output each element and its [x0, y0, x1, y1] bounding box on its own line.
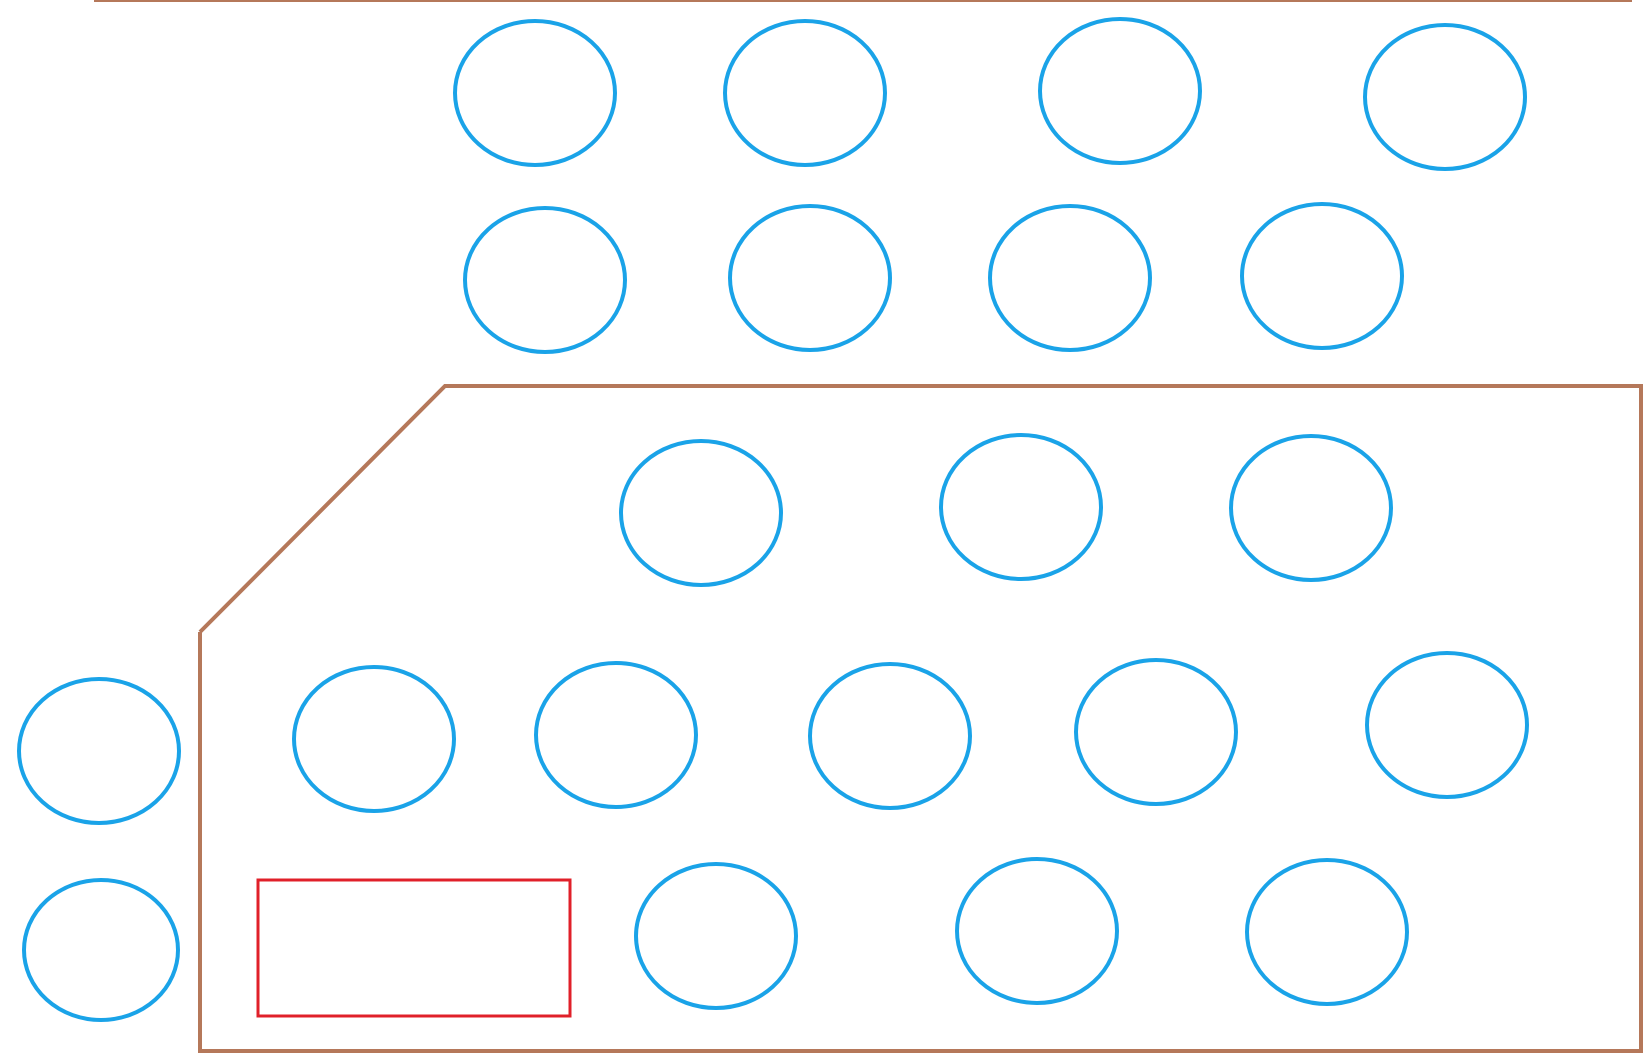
circle: [1245, 858, 1409, 1006]
circle: [808, 662, 972, 810]
circle: [1229, 434, 1393, 582]
circle: [988, 204, 1152, 352]
circle: [22, 878, 180, 1022]
circle: [292, 665, 456, 813]
circle: [1240, 202, 1404, 350]
circle: [534, 661, 698, 809]
circle: [939, 433, 1103, 581]
circle: [728, 204, 892, 352]
circle: [619, 439, 783, 587]
circle: [1363, 23, 1527, 171]
circle: [453, 19, 617, 167]
circle: [1074, 658, 1238, 806]
circle: [17, 677, 181, 825]
circle: [634, 862, 798, 1010]
circle: [1365, 651, 1529, 799]
circle: [723, 19, 887, 167]
red-rectangle: [256, 878, 572, 1018]
enclosure-outline: [198, 384, 1643, 1053]
circle: [955, 857, 1119, 1005]
circle: [463, 206, 627, 354]
circle: [1038, 17, 1202, 165]
